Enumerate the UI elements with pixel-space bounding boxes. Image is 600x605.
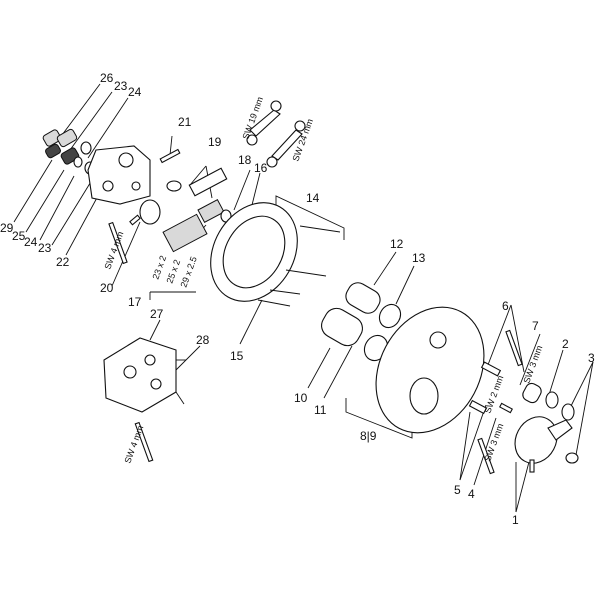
label-26: 26 (100, 71, 114, 85)
label-20: 20 (100, 281, 114, 295)
label-4: 4 (468, 487, 475, 501)
wrench-tools (246, 100, 306, 168)
label-5: 5 (454, 483, 461, 497)
tool-label-sw3-bottom: SW 3 mm (482, 422, 505, 463)
label-1: 1 (512, 513, 519, 527)
label-12: 12 (390, 237, 404, 251)
label-24-bottom: 24 (24, 235, 38, 249)
label-29: 29 (0, 221, 14, 235)
label-10: 10 (294, 391, 308, 405)
connector-fittings (42, 128, 96, 175)
handle-parts (468, 361, 579, 473)
label-13: 13 (412, 251, 426, 265)
label-6: 6 (502, 299, 509, 313)
label-25: 25 (12, 229, 26, 243)
label-23-bottom: 23 (38, 241, 52, 255)
label-23-top: 23 (114, 79, 128, 93)
label-16: 16 (254, 161, 268, 175)
label-19: 19 (208, 135, 222, 149)
label-18: 18 (238, 153, 252, 167)
tool-label-sw19: SW 19 mm (240, 95, 265, 140)
label-7: 7 (532, 319, 539, 333)
label-8-9: 8|9 (360, 429, 377, 443)
label-27: 27 (150, 307, 164, 321)
hex-keys (108, 221, 523, 475)
tool-label-sw4-bottom: SW 4 mm (122, 424, 145, 465)
label-17: 17 (128, 295, 142, 309)
cartridge-group (129, 148, 232, 253)
leader-lines (13, 83, 594, 513)
spare-body (103, 337, 186, 413)
label-28: 28 (196, 333, 210, 347)
label-22: 22 (56, 255, 70, 269)
label-2: 2 (562, 337, 569, 351)
label-14: 14 (306, 191, 320, 205)
valve-body (87, 145, 151, 205)
mounting-plate (210, 202, 341, 307)
label-24-top: 24 (128, 85, 142, 99)
label-11: 11 (314, 403, 327, 417)
label-15: 15 (230, 349, 244, 363)
thread-label-29x2.5: 29 x 2.5 (178, 255, 198, 289)
part-number-labels: 26 23 24 29 25 24 23 22 21 19 18 16 14 2… (0, 71, 595, 527)
label-21: 21 (178, 115, 192, 129)
tool-label-sw3-top: SW 3 mm (521, 344, 544, 385)
label-3: 3 (588, 351, 595, 365)
trim-plate (375, 306, 485, 434)
